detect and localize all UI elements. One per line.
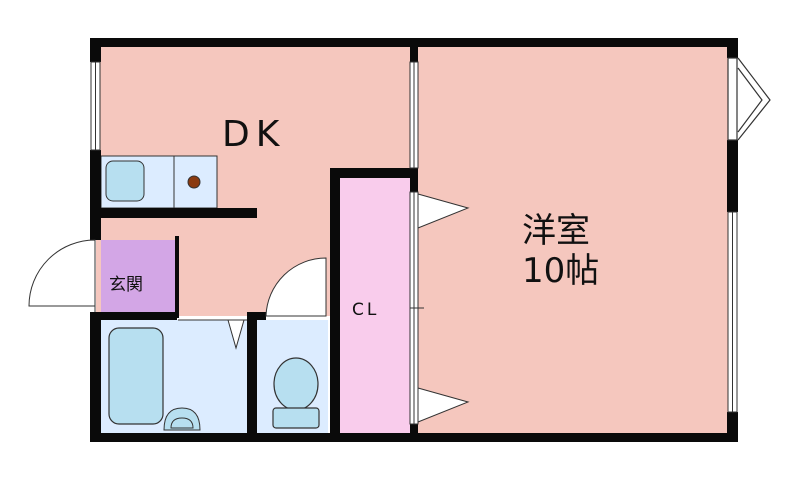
western-room-floor bbox=[418, 46, 733, 436]
closet-floor bbox=[338, 178, 410, 434]
toilet-bowl bbox=[273, 357, 319, 411]
dk-label: DK bbox=[222, 114, 285, 155]
dk-western-sliding-door bbox=[409, 61, 419, 169]
entrance-label: 玄関 bbox=[109, 275, 143, 295]
toilet-tank bbox=[272, 407, 320, 429]
interior-walls bbox=[101, 46, 418, 442]
stove-burner bbox=[187, 175, 201, 189]
dk-left-window bbox=[90, 61, 101, 151]
washbasin-bowl bbox=[170, 417, 194, 429]
right-window bbox=[727, 211, 738, 413]
western-room-label-line2: 10帖 bbox=[522, 251, 599, 291]
closet-door-swing-upper bbox=[417, 193, 470, 229]
toilet-door bbox=[265, 257, 327, 317]
bathtub bbox=[108, 327, 164, 425]
closet-label: CL bbox=[352, 300, 379, 320]
entrance-floor bbox=[101, 240, 175, 314]
right-bay-window bbox=[727, 57, 771, 141]
entrance-door bbox=[28, 239, 96, 312]
washbasin bbox=[163, 407, 201, 431]
closet-door-swing-lower bbox=[417, 387, 470, 423]
western-room-label-line1: 洋室 bbox=[522, 211, 590, 251]
kitchen-sink bbox=[105, 160, 145, 202]
closet-sliding-door bbox=[409, 191, 424, 425]
